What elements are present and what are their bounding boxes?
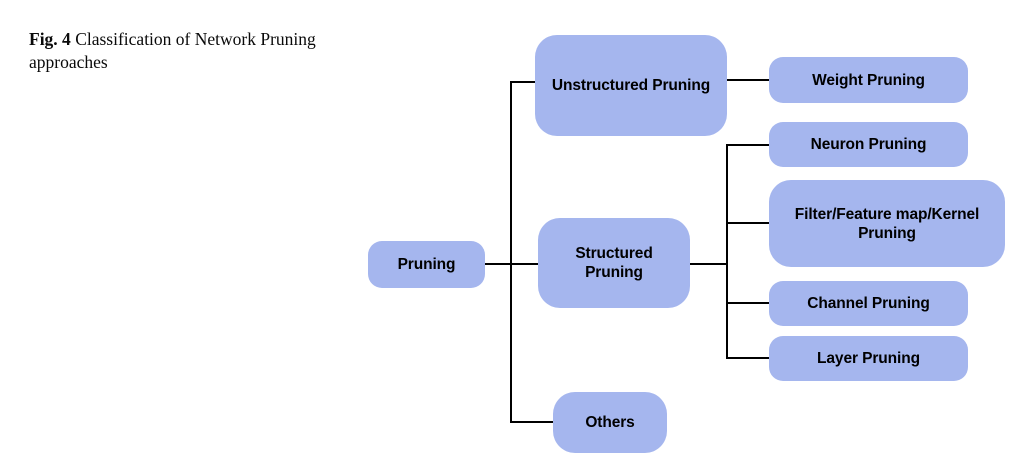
node-channel-pruning-label: Channel Pruning (807, 295, 930, 312)
node-weight-pruning-label: Weight Pruning (812, 71, 925, 89)
figure-caption: Fig. 4 Classification of Network Pruning… (29, 28, 349, 74)
node-structured-pruning-label: Structured Pruning (575, 245, 653, 281)
edge-structured-to-spine2 (690, 263, 728, 265)
node-channel-pruning[interactable]: Channel Pruning (769, 281, 968, 326)
figure-caption-text: Classification of Network Pruning approa… (29, 29, 316, 72)
node-filter-feature-map-kernel-pruning-label: Filter/Feature map/Kernel Pruning (794, 205, 980, 242)
node-others-label: Others (585, 414, 635, 431)
edge-spine-level1 (510, 81, 512, 423)
edge-spine-to-unstructured (510, 81, 537, 83)
node-layer-pruning-label: Layer Pruning (817, 350, 920, 367)
edge-unstructured-to-weight (727, 79, 770, 81)
edge-spine-to-others (510, 421, 554, 423)
edge-root-to-spine (485, 263, 512, 265)
edge-spine-level2 (726, 144, 728, 359)
edge-spine2-to-filter (726, 222, 770, 224)
node-neuron-pruning[interactable]: Neuron Pruning (769, 122, 968, 167)
node-others[interactable]: Others (553, 392, 667, 453)
node-structured-pruning[interactable]: Structured Pruning (538, 218, 690, 308)
edge-spine-to-structured (510, 263, 539, 265)
node-unstructured-pruning[interactable]: Unstructured Pruning (535, 35, 727, 136)
node-weight-pruning[interactable]: Weight Pruning (769, 57, 968, 103)
node-neuron-pruning-label: Neuron Pruning (810, 136, 927, 153)
node-pruning[interactable]: Pruning (368, 241, 485, 288)
node-layer-pruning[interactable]: Layer Pruning (769, 336, 968, 381)
figure-number: Fig. 4 (29, 29, 71, 49)
node-filter-feature-map-kernel-pruning[interactable]: Filter/Feature map/Kernel Pruning (769, 180, 1005, 267)
edge-spine2-to-channel (726, 302, 770, 304)
node-unstructured-pruning-label: Unstructured Pruning (551, 77, 711, 94)
node-pruning-label: Pruning (397, 256, 456, 273)
edge-spine2-to-neuron (726, 144, 770, 146)
edge-spine2-to-layer (726, 357, 770, 359)
